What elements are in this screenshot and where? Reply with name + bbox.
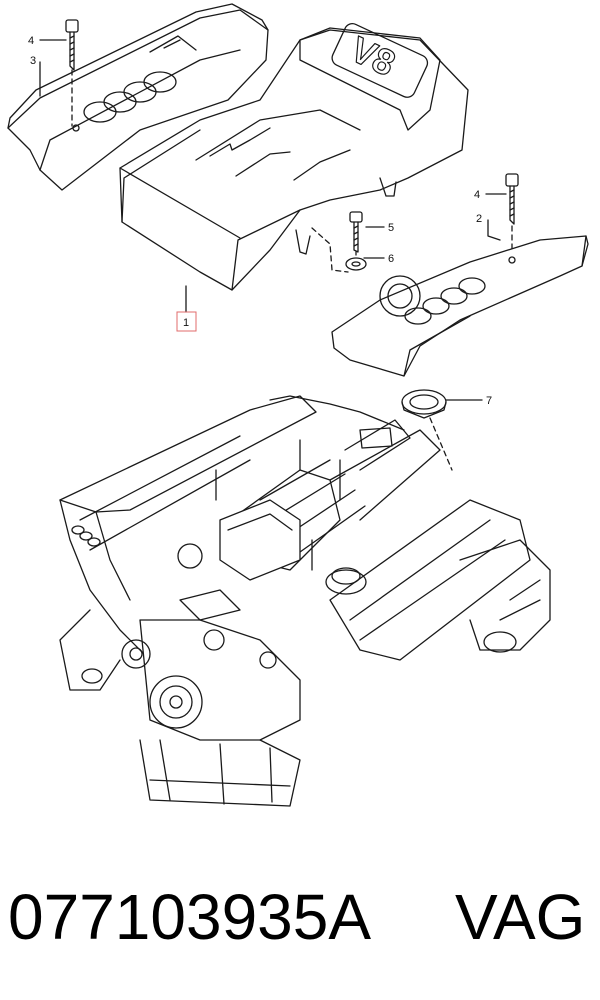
callout-leaders bbox=[39, 39, 507, 401]
four-rings-logo-right bbox=[404, 277, 486, 325]
engine-cover-diagram: V8 bbox=[7, 3, 589, 807]
callout-label-4-left: 4 bbox=[28, 35, 34, 47]
callout-label-2: 2 bbox=[476, 213, 482, 225]
callout-label-1: 1 bbox=[183, 317, 189, 329]
callout-label-7: 7 bbox=[486, 395, 492, 407]
callout-1-highlight bbox=[176, 311, 197, 332]
screw-4-left bbox=[65, 19, 79, 127]
cover-panel-2 bbox=[331, 235, 589, 377]
callout-label-5: 5 bbox=[388, 222, 394, 234]
callout-label-4-right: 4 bbox=[474, 189, 480, 201]
washer-6 bbox=[345, 257, 367, 271]
engine-block bbox=[59, 395, 551, 807]
four-rings-logo-left bbox=[83, 71, 177, 123]
brand-label: VAG bbox=[455, 881, 586, 953]
screw-4-right bbox=[505, 173, 519, 259]
part-number-footer: 077103935A VAG bbox=[8, 872, 592, 962]
callout-label-3: 3 bbox=[30, 55, 36, 67]
callout-label-6: 6 bbox=[388, 253, 394, 265]
grommet-7 bbox=[401, 389, 453, 471]
part-number: 077103935A bbox=[8, 881, 372, 953]
screw-5 bbox=[349, 211, 363, 259]
cover-panel-3 bbox=[7, 3, 269, 191]
main-cover-part-1: V8 bbox=[119, 23, 469, 291]
